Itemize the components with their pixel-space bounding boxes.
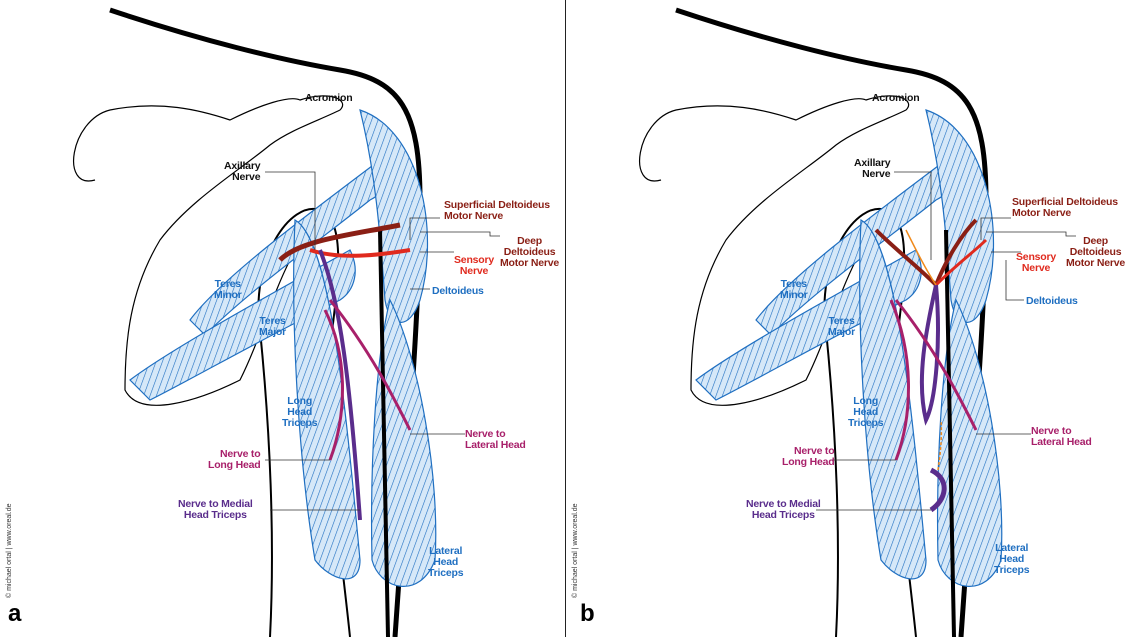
label-deep-deltoideus: Deep Deltoideus Motor Nerve <box>1066 236 1125 269</box>
label-deltoideus: Deltoideus <box>432 286 484 297</box>
panel-a: Acromion Axillary Nerve Superficial Delt… <box>0 0 565 637</box>
label-nerve-to-lateral-head: Nerve to Lateral Head <box>465 429 526 451</box>
label-nerve-to-medial-head: Nerve to Medial Head Triceps <box>178 499 253 521</box>
label-acromion: Acromion <box>872 93 919 104</box>
label-nerve-to-medial-head: Nerve to Medial Head Triceps <box>746 499 821 521</box>
panel-letter-b: b <box>580 600 595 628</box>
label-superficial-deltoideus: Superficial Deltoideus Motor Nerve <box>1012 197 1118 219</box>
label-teres-minor: Teres Minor <box>780 279 808 301</box>
label-teres-major: Teres Major <box>828 316 855 338</box>
panel-letter-a: a <box>8 600 21 628</box>
label-deltoideus: Deltoideus <box>1026 296 1078 307</box>
label-lateral-head-triceps: Lateral Head Triceps <box>994 543 1029 576</box>
label-sensory-nerve: Sensory Nerve <box>1016 252 1056 274</box>
label-long-head-triceps: Long Head Triceps <box>282 396 317 429</box>
credit-a: © michael ortal | www.oreal.de <box>6 503 13 598</box>
panel-b: Acromion Axillary Nerve Superficial Delt… <box>566 0 1132 637</box>
label-superficial-deltoideus: Superficial Deltoideus Motor Nerve <box>444 200 550 222</box>
credit-b: © michael ortal | www.oreal.de <box>572 503 579 598</box>
label-teres-major: Teres Major <box>259 316 286 338</box>
label-nerve-to-long-head: Nerve to Long Head <box>782 446 834 468</box>
label-long-head-triceps: Long Head Triceps <box>848 396 883 429</box>
label-axillary-nerve: Axillary Nerve <box>854 158 890 180</box>
label-axillary-nerve: Axillary Nerve <box>224 161 260 183</box>
label-teres-minor: Teres Minor <box>214 279 242 301</box>
label-acromion: Acromion <box>305 93 352 104</box>
label-lateral-head-triceps: Lateral Head Triceps <box>428 546 463 579</box>
label-nerve-to-lateral-head: Nerve to Lateral Head <box>1031 426 1092 448</box>
label-deep-deltoideus: Deep Deltoideus Motor Nerve <box>500 236 559 269</box>
label-sensory-nerve: Sensory Nerve <box>454 255 494 277</box>
label-nerve-to-long-head: Nerve to Long Head <box>208 449 260 471</box>
